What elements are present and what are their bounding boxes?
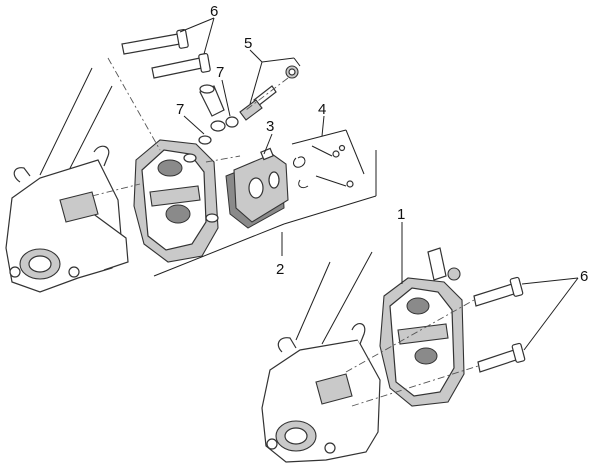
right-fork-leg <box>261 251 381 463</box>
callout-1: 1 <box>397 206 405 223</box>
callout-7-lower: 7 <box>176 101 184 118</box>
pins-and-washers <box>198 84 239 145</box>
left-caliper <box>133 139 219 263</box>
assembly-axes-right <box>345 299 479 407</box>
callout-6-right: 6 <box>580 268 588 285</box>
brake-pads <box>225 147 289 229</box>
assembly-axes-left <box>91 57 289 197</box>
group-2-bracket <box>153 150 377 277</box>
bolts-top <box>121 28 211 79</box>
callout-7-upper: 7 <box>216 64 224 81</box>
right-caliper-assembled <box>379 247 465 407</box>
callout-4: 4 <box>318 101 326 118</box>
callout-5: 5 <box>244 35 252 52</box>
bolts-right <box>473 276 526 373</box>
callout-6-top: 6 <box>210 3 218 20</box>
callout-labels: 6 5 7 7 3 4 2 1 6 <box>176 3 588 285</box>
pad-pin-kit <box>293 144 354 189</box>
bleed-screw-kit <box>239 65 299 121</box>
leader-lines <box>179 17 579 351</box>
left-fork-leg <box>5 67 129 293</box>
callout-2: 2 <box>276 261 284 278</box>
callout-3: 3 <box>266 118 274 135</box>
